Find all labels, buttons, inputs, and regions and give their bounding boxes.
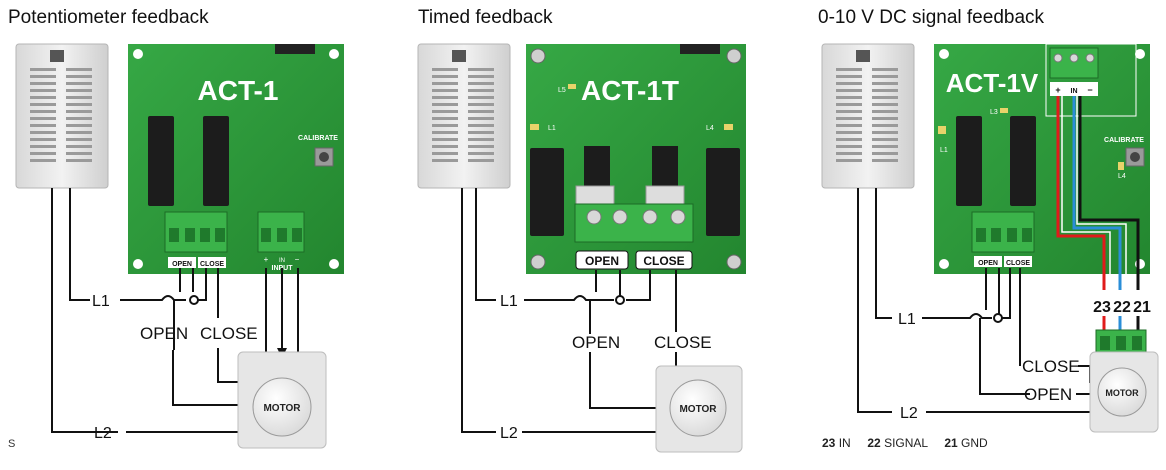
signal-legend: 23 IN 22 SIGNAL 21 GND (822, 436, 988, 450)
equipment-box-1 (15, 43, 109, 189)
board-name-act-1v: ACT-1V (946, 68, 1039, 98)
terminal-open-label: OPEN (172, 261, 192, 268)
v-pin-in: IN (1071, 88, 1078, 95)
input-pin-in: IN (279, 258, 285, 264)
input-pin-minus: − (295, 255, 300, 264)
l2-label-2: L2 (500, 425, 518, 442)
close-label-3: CLOSE (1022, 357, 1080, 376)
close-label-1: CLOSE (200, 324, 258, 343)
legend-number-22: 22 (867, 436, 881, 450)
open-label-3: OPEN (1024, 385, 1072, 404)
led-label-l1: L1 (548, 125, 556, 132)
input-pin-plus: + (264, 255, 269, 264)
panel-timed: ACT-1T L5 L1 L4 OPEN CLOSE (417, 43, 746, 453)
controller-board-act-1v: + IN − ACT-1V L3 L1 CALIBRATE L4 OPEN CL… (934, 43, 1150, 274)
legend-number-21: 21 (944, 436, 958, 450)
led-label-l4-v: L4 (1118, 173, 1126, 180)
calibrate-label: CALIBRATE (298, 135, 338, 142)
motor-label-1: MOTOR (263, 403, 301, 414)
wiring-2 (461, 188, 686, 433)
l2-label-3: L2 (900, 405, 918, 422)
panel-signal: + IN − ACT-1V L3 L1 CALIBRATE L4 OPEN CL… (821, 43, 1159, 433)
l1-label-2: L1 (500, 293, 518, 310)
motor-disc-1 (252, 377, 312, 437)
open-label-1: OPEN (140, 324, 188, 343)
l1-label-3: L1 (898, 311, 916, 328)
corner-mark: S (8, 438, 15, 450)
motor-disc-3 (1097, 367, 1147, 417)
equipment-box-3 (821, 43, 915, 189)
open-label-2: OPEN (572, 333, 620, 352)
v-pin-plus: + (1055, 85, 1060, 95)
legend-number-23: 23 (822, 436, 836, 450)
controller-board-act-1: ACT-1 CALIBRATE OPEN CLOSE + IN − INPUT (128, 44, 344, 274)
panel3-title: 0-10 V DC signal feedback (818, 7, 1045, 28)
board-name-act-1: ACT-1 (198, 75, 279, 106)
wiring-3 (857, 188, 1102, 413)
panel-potentiometer: ACT-1 CALIBRATE OPEN CLOSE + IN − INPUT (15, 43, 344, 449)
close-label-2: CLOSE (654, 333, 712, 352)
terminal-number-23: 23 (1093, 299, 1111, 316)
terminal-open-label-3: OPEN (978, 260, 998, 267)
motor-disc-2 (669, 379, 727, 437)
v-pin-minus: − (1087, 85, 1092, 95)
legend-name-in: IN (838, 436, 851, 450)
motor-label-3: MOTOR (1105, 388, 1139, 398)
led-label-l1-v: L1 (940, 147, 948, 154)
legend-name-gnd: GND (961, 436, 988, 450)
terminal-close-label: CLOSE (200, 261, 224, 268)
terminal-close-label-3: CLOSE (1006, 260, 1030, 267)
legend-name-signal: SIGNAL (884, 436, 928, 450)
calibrate-label-v: CALIBRATE (1104, 137, 1144, 144)
panel1-title: Potentiometer feedback (8, 7, 209, 28)
controller-board-act-1t: ACT-1T L5 L1 L4 OPEN CLOSE (526, 44, 746, 274)
board-name-act-1t: ACT-1T (581, 75, 679, 106)
terminal-close-label-2: CLOSE (643, 254, 684, 268)
terminal-number-21: 21 (1133, 299, 1151, 316)
l1-label-1: L1 (92, 293, 110, 310)
l2-label-1: L2 (94, 425, 112, 442)
led-label-l4: L4 (706, 125, 714, 132)
terminal-open-label-2: OPEN (585, 254, 619, 268)
equipment-box-2 (417, 43, 511, 189)
panel2-title: Timed feedback (418, 7, 553, 28)
signal-wires (1056, 96, 1140, 330)
led-label-l3: L3 (990, 109, 998, 116)
terminal-number-22: 22 (1113, 299, 1131, 316)
led-label-l5: L5 (558, 87, 566, 94)
motor-label-2: MOTOR (679, 404, 717, 415)
